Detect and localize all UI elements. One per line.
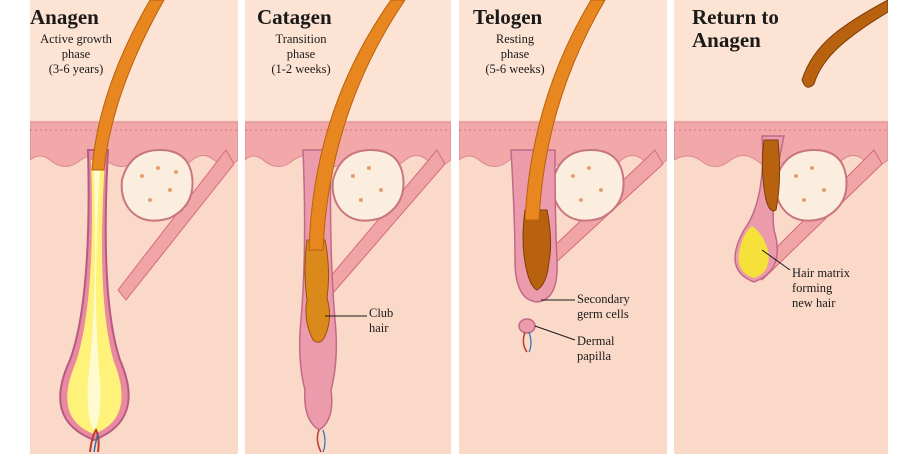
dermal-papilla-label-line: papilla — [577, 349, 612, 363]
panel-catagen: Catagen Transition phase (1-2 weeks) Clu… — [245, 0, 451, 454]
dermal-papilla-label-line: Dermal — [577, 334, 615, 348]
catagen-illustration — [245, 0, 451, 454]
secondary-germ-cells-label-line: Secondary — [577, 292, 630, 306]
anagen-subtitle-line: (3-6 years) — [48, 62, 104, 76]
anagen-title: Anagen — [30, 5, 99, 29]
telogen-subtitle-line: (5-6 weeks) — [485, 62, 545, 76]
catagen-title: Catagen — [257, 5, 332, 29]
catagen-subtitle-line: (1-2 weeks) — [271, 62, 331, 76]
catagen-subtitle: Transition phase (1-2 weeks) — [253, 32, 349, 77]
club-hair-label-line: Club — [369, 306, 394, 320]
panel-telogen: Telogen Resting phase (5-6 weeks) Second… — [459, 0, 667, 454]
panel-return-to-anagen: Return to Anagen Hair matrix forming new… — [674, 0, 888, 454]
anagen-subtitle: Active growth phase (3-6 years) — [30, 32, 122, 77]
telogen-illustration — [459, 0, 667, 454]
return-to-anagen-title: Return to Anagen — [692, 6, 779, 52]
catagen-subtitle-line: Transition — [275, 32, 327, 46]
telogen-subtitle-line: Resting — [495, 32, 535, 46]
telogen-title: Telogen — [473, 5, 543, 29]
telogen-subtitle-line: phase — [500, 47, 530, 61]
hair-matrix-label: Hair matrix forming new hair — [792, 266, 850, 311]
telogen-subtitle: Resting phase (5-6 weeks) — [467, 32, 563, 77]
anagen-subtitle-line: Active growth — [40, 32, 112, 46]
catagen-subtitle-line: phase — [286, 47, 316, 61]
anagen-subtitle-line: phase — [61, 47, 91, 61]
return-to-anagen-title-line: Return to — [692, 5, 779, 29]
secondary-germ-cells-label: Secondary germ cells — [577, 292, 630, 322]
hair-matrix-label-line: new hair — [792, 296, 836, 310]
panel-anagen: Anagen Active growth phase (3-6 years) — [30, 0, 238, 454]
secondary-germ-cells-label-line: germ cells — [577, 307, 629, 321]
hair-matrix-label-line: forming — [792, 281, 833, 295]
hair-matrix-label-line: Hair matrix — [792, 266, 850, 280]
return-to-anagen-illustration — [674, 0, 888, 454]
dermal-papilla-label: Dermal papilla — [577, 334, 614, 364]
club-hair-label: Club hair — [369, 306, 393, 336]
club-hair-label-line: hair — [369, 321, 389, 335]
anagen-illustration — [30, 0, 238, 454]
return-to-anagen-title-line: Anagen — [692, 28, 761, 52]
